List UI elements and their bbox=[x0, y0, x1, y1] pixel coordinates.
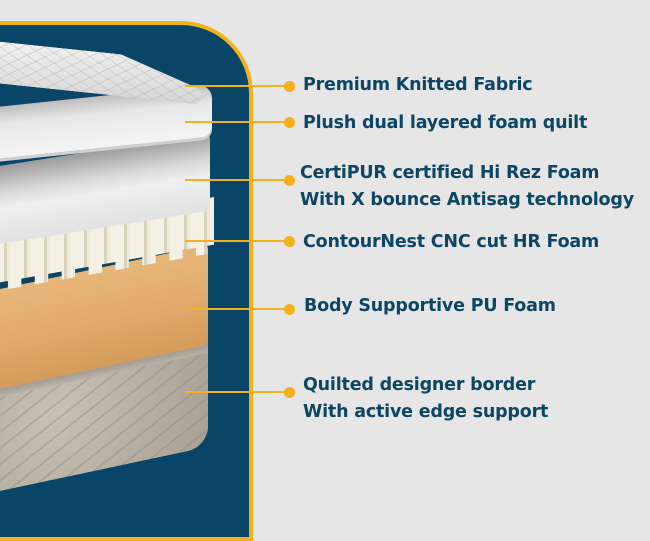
label-line: With X bounce Antisag technology bbox=[300, 190, 634, 210]
label-line: Premium Knitted Fabric bbox=[303, 75, 533, 95]
leader-dot-pu bbox=[284, 304, 295, 315]
label-quilted-designer-border: Quilted designer border With active edge… bbox=[303, 372, 548, 426]
label-line: Body Supportive PU Foam bbox=[304, 296, 556, 316]
label-body-supportive-pu-foam: Body Supportive PU Foam bbox=[304, 293, 556, 320]
label-line: CertiPUR certified Hi Rez Foam bbox=[300, 163, 600, 183]
leader-line-contour bbox=[185, 240, 288, 242]
leader-dot-hirez bbox=[284, 175, 295, 186]
label-certipur-hi-rez-foam: CertiPUR certified Hi Rez Foam With X bo… bbox=[300, 160, 634, 214]
leader-line-pu bbox=[185, 308, 288, 310]
label-premium-knitted-fabric: Premium Knitted Fabric bbox=[303, 72, 533, 99]
label-plush-foam-quilt: Plush dual layered foam quilt bbox=[303, 110, 587, 137]
leader-line-hirez bbox=[185, 179, 288, 181]
leader-dot-quilt bbox=[284, 117, 295, 128]
leader-line-fabric bbox=[185, 85, 288, 87]
leader-line-quilt bbox=[185, 121, 288, 123]
leader-dot-border bbox=[284, 387, 295, 398]
leader-line-border bbox=[185, 391, 288, 393]
label-line: With active edge support bbox=[303, 402, 549, 422]
label-line: Quilted designer border bbox=[303, 375, 536, 395]
label-contournest-cnc-hr-foam: ContourNest CNC cut HR Foam bbox=[303, 229, 599, 256]
label-line: Plush dual layered foam quilt bbox=[303, 113, 588, 133]
leader-dot-contour bbox=[284, 236, 295, 247]
label-line: ContourNest CNC cut HR Foam bbox=[303, 232, 600, 252]
leader-dot-fabric bbox=[284, 81, 295, 92]
